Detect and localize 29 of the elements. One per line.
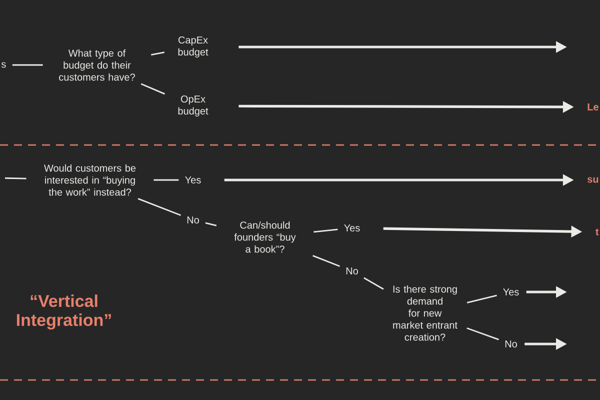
connector-line	[150, 52, 165, 56]
connector-line	[12, 64, 43, 66]
question-text: s	[1, 62, 6, 68]
question-text: t	[596, 228, 599, 236]
question-text: No	[187, 216, 199, 224]
question-text: su	[587, 177, 598, 183]
question-text: CapEx budget	[178, 36, 208, 58]
question-text: No	[346, 268, 358, 274]
connector-line	[4, 177, 26, 180]
question-text: Yes	[503, 288, 519, 296]
connector-line	[312, 255, 340, 267]
connector-line	[466, 294, 497, 304]
connector-line	[154, 179, 179, 181]
question-text: What type of budget do their customers have?	[59, 49, 135, 81]
connector-line	[466, 327, 499, 340]
question-text: OpEx budget	[178, 95, 208, 117]
question-text: Yes	[185, 176, 201, 184]
connector-line	[140, 83, 165, 95]
connector-line	[314, 228, 338, 233]
connector-line	[205, 222, 217, 226]
question-text: Le	[588, 104, 598, 110]
question-text: No	[505, 340, 517, 348]
heading-text: “Vertical Integration”	[16, 294, 111, 330]
question-text: Can/should founders “buy a book”?	[234, 221, 296, 253]
question-text: Is there strong demand for new market entrant creation?	[393, 285, 458, 341]
connector-line	[364, 277, 384, 290]
connector-line	[138, 198, 181, 216]
question-text: Would customers be interested in “buying the work” instead?	[44, 164, 136, 196]
question-text: Yes	[344, 224, 360, 232]
